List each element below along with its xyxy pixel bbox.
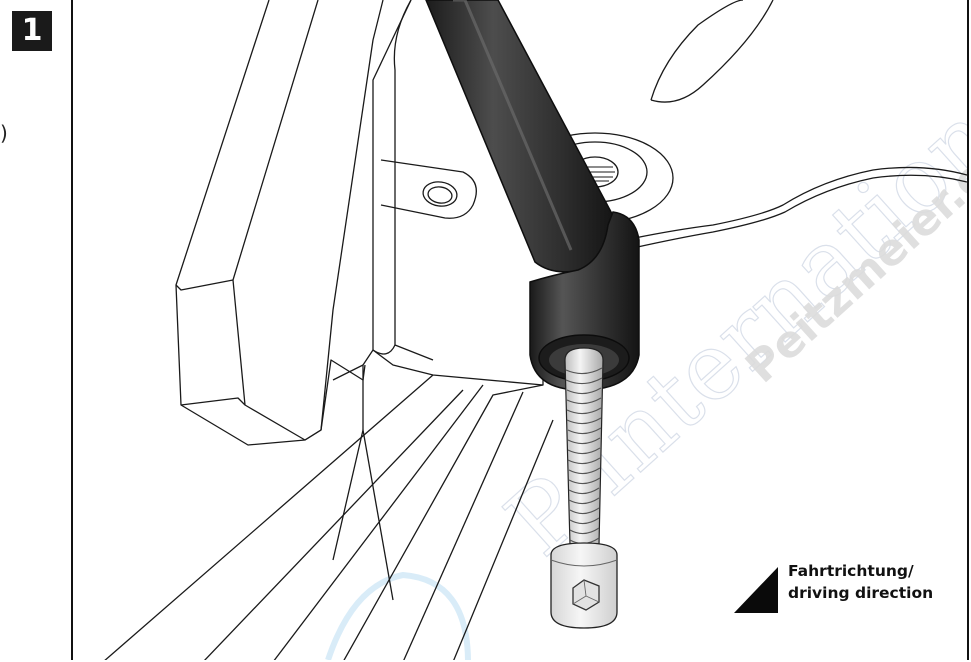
fender-edge-inner (632, 174, 967, 249)
driving-direction-label: Fahrtrichtung/ driving direction (732, 560, 962, 620)
direction-arrow-icon (734, 567, 778, 613)
rail-line-3 (273, 384, 484, 660)
support-bar (425, 0, 619, 273)
bolt-thread-lines (565, 367, 603, 545)
top-curved-shape (650, 0, 774, 103)
bolt-head-top-edge (550, 559, 618, 567)
rail-line-2 (204, 389, 464, 660)
main-plate-lower-edge (362, 349, 374, 430)
slot-tab-hole-inner (427, 186, 453, 204)
slot-tab-outline (380, 159, 477, 219)
support-bar-highlight (453, 0, 573, 251)
direction-line-de: Fahrtrichtung/ (788, 562, 914, 580)
rail-line-5 (403, 391, 524, 660)
threaded-hole-threads (575, 166, 615, 182)
left-bracket-foot (304, 359, 366, 441)
step-number-badge: 1 (12, 11, 52, 51)
illustration-frame: P International Peitzmeier.com (71, 0, 969, 660)
main-plate-step (332, 364, 364, 381)
hex-socket-inner (572, 579, 600, 605)
left-bracket-outline (175, 0, 384, 446)
mounting-illustration: P International Peitzmeier.com (104, 0, 967, 660)
cropped-side-mark: ) (0, 121, 8, 145)
direction-line-en: driving direction (788, 584, 934, 602)
rail-line-1 (104, 374, 434, 660)
rail-line-6 (332, 429, 394, 601)
slot-tab-hole (422, 181, 458, 207)
bolt-thread-shank (564, 347, 604, 546)
left-bracket-fold (175, 279, 234, 291)
driving-direction-text: Fahrtrichtung/ driving direction (788, 560, 933, 604)
left-bracket-bottom (180, 397, 246, 406)
fender-edge (624, 166, 967, 241)
rail-line-4 (343, 384, 544, 660)
left-bracket-inner-edge (232, 0, 319, 441)
main-plate-left-edge (393, 0, 434, 361)
socket-head-bolt (550, 347, 618, 629)
rail-line-7 (453, 419, 554, 660)
main-plate-corner (372, 344, 396, 355)
watermark-arc (325, 571, 471, 660)
